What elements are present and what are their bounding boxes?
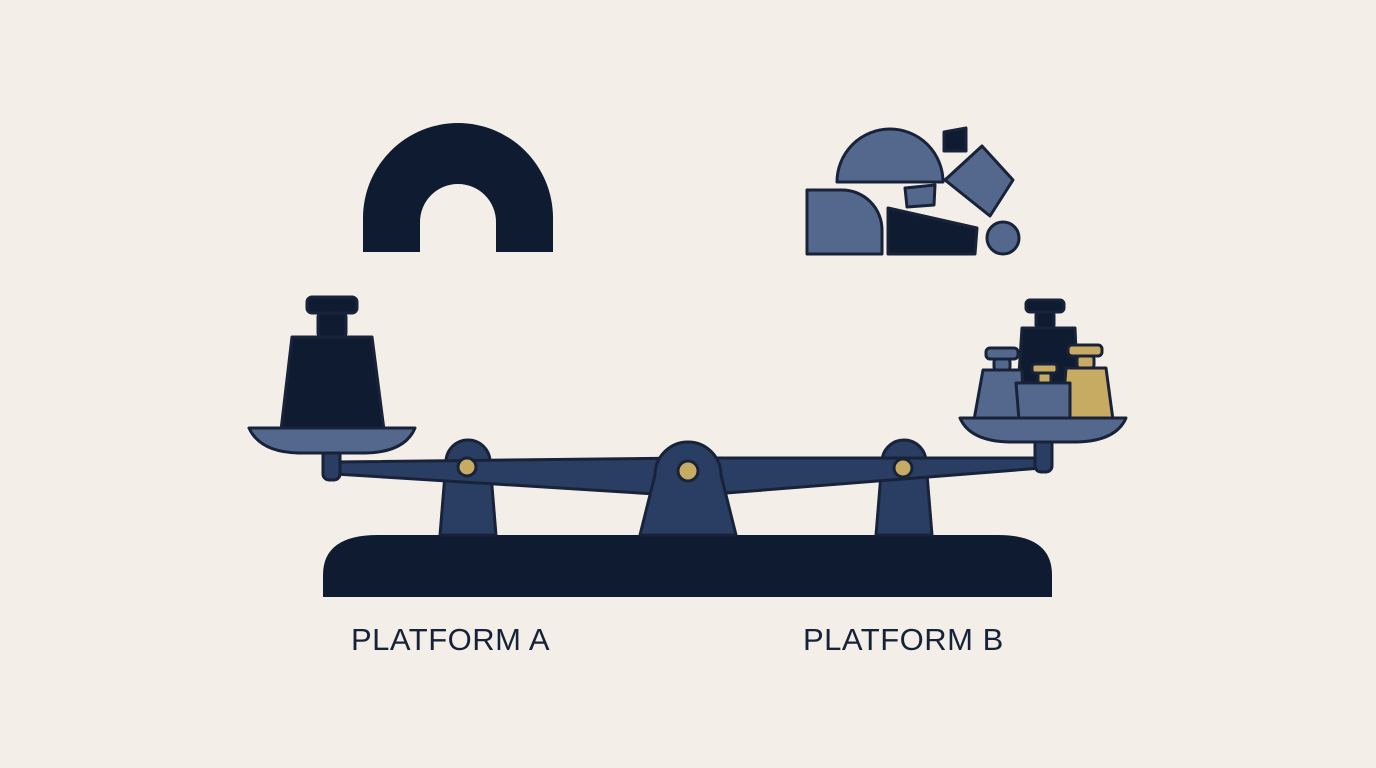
- arch-shape-icon: [363, 123, 553, 252]
- fragment-small-tab: [942, 126, 968, 153]
- fragment-quarter-block: [805, 188, 884, 256]
- fragment-wedge: [886, 206, 979, 256]
- fragment-tilted-square: [943, 144, 1015, 218]
- left-pan: [247, 426, 417, 455]
- weight-b-left-slate: [972, 346, 1026, 422]
- fragment-circle: [985, 220, 1021, 256]
- left-support-post: [438, 438, 498, 537]
- fragment-half-dome: [835, 127, 945, 184]
- fragment-small-square: [903, 183, 937, 209]
- center-fulcrum: [638, 440, 738, 537]
- platform-a-label: PLATFORM A: [351, 622, 551, 657]
- scattered-fragments-icon: [805, 126, 1021, 256]
- weight-a-large: [279, 295, 386, 432]
- right-pan: [958, 416, 1128, 444]
- center-pivot-pin: [676, 459, 700, 483]
- scale-base: [323, 535, 1052, 597]
- right-pivot-pin: [892, 457, 914, 479]
- left-pivot-pin: [456, 456, 478, 478]
- weight-a-handle: [305, 295, 359, 315]
- right-support-post: [874, 438, 934, 537]
- weight-a-body: [279, 335, 386, 432]
- platform-b-label: PLATFORM B: [803, 622, 1004, 657]
- weight-a-neck: [316, 311, 348, 339]
- weight-b-cluster: [972, 298, 1115, 422]
